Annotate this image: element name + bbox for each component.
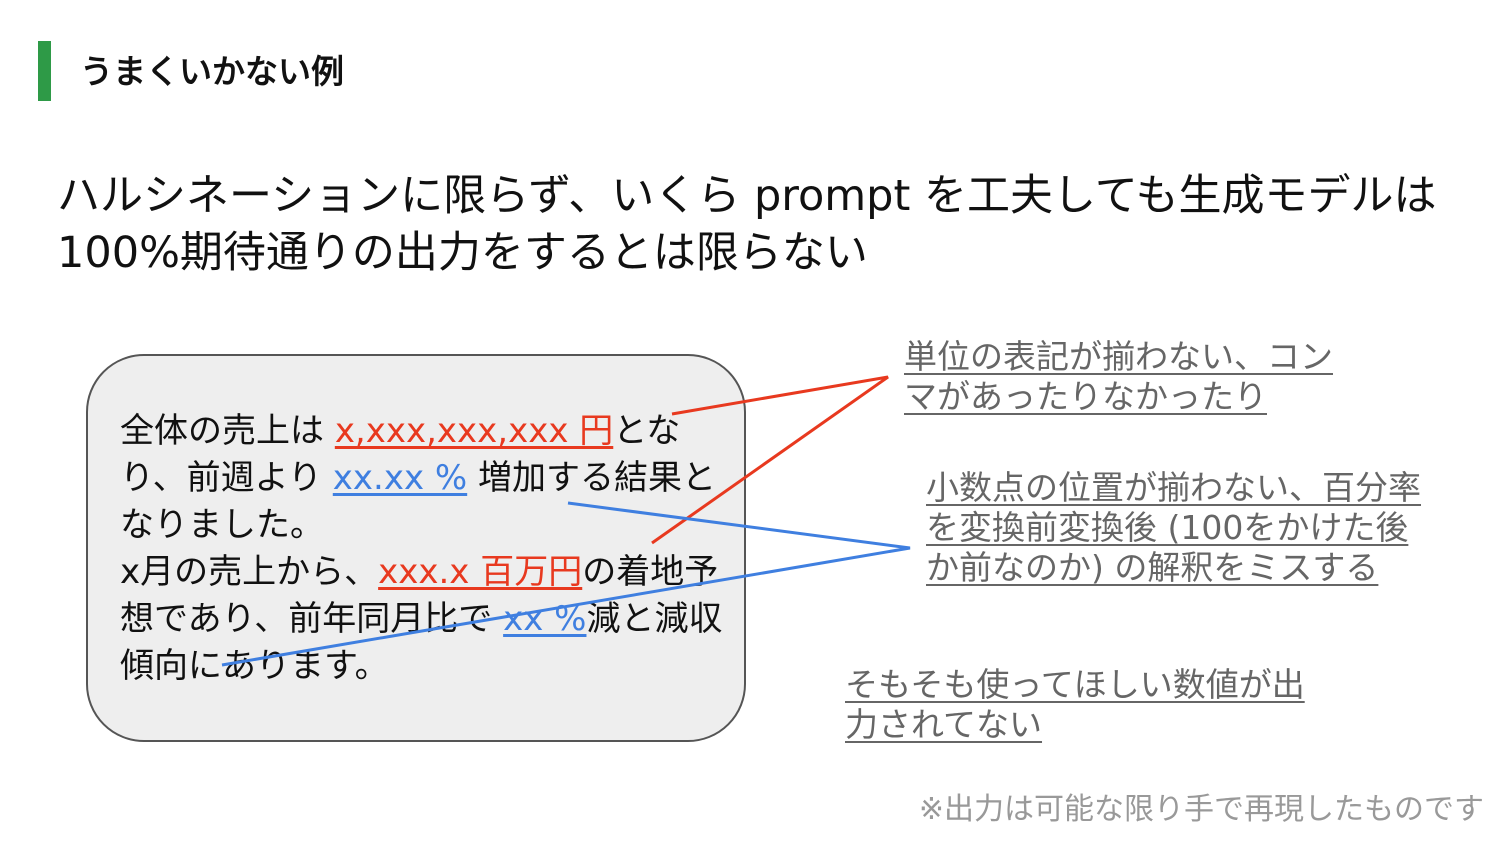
title-accent-bar [38,41,51,101]
highlight-blue-percent: xx.xx % [332,458,468,498]
highlight-red-million-yen: xxx.x 百万円 [378,552,583,592]
note-missing-values: そもそも使ってほしい数値が出力されてない [845,665,1305,744]
note-decimal-position: 小数点の位置が揃わない、百分率を変換前変換後 (100をかけた後か前なのか) の… [926,468,1421,587]
lead-text: ハルシネーションに限らず、いくら prompt を工夫しても生成モデルは100%… [57,171,1437,278]
slide-title: うまくいかない例 [80,52,344,91]
note-unit-format: 単位の表記が揃わない、コンマがあったりなかったり [904,337,1333,416]
bubble-text-p1-a: 全体の売上は [120,411,335,451]
bubble-text: 全体の売上は x,xxx,xxx,xxx 円となり、前週より xx.xx % 増… [120,408,732,690]
bubble-text-p2-a: x月の売上から、 [120,552,379,592]
highlight-blue-percent-2: xx % [503,599,587,639]
highlight-red-amount: x,xxx,xxx,xxx 円 [334,411,614,451]
footnote: ※出力は可能な限り手で再現したものです [918,792,1484,827]
bubble-text-p1-b: となり、前週より [120,411,681,498]
